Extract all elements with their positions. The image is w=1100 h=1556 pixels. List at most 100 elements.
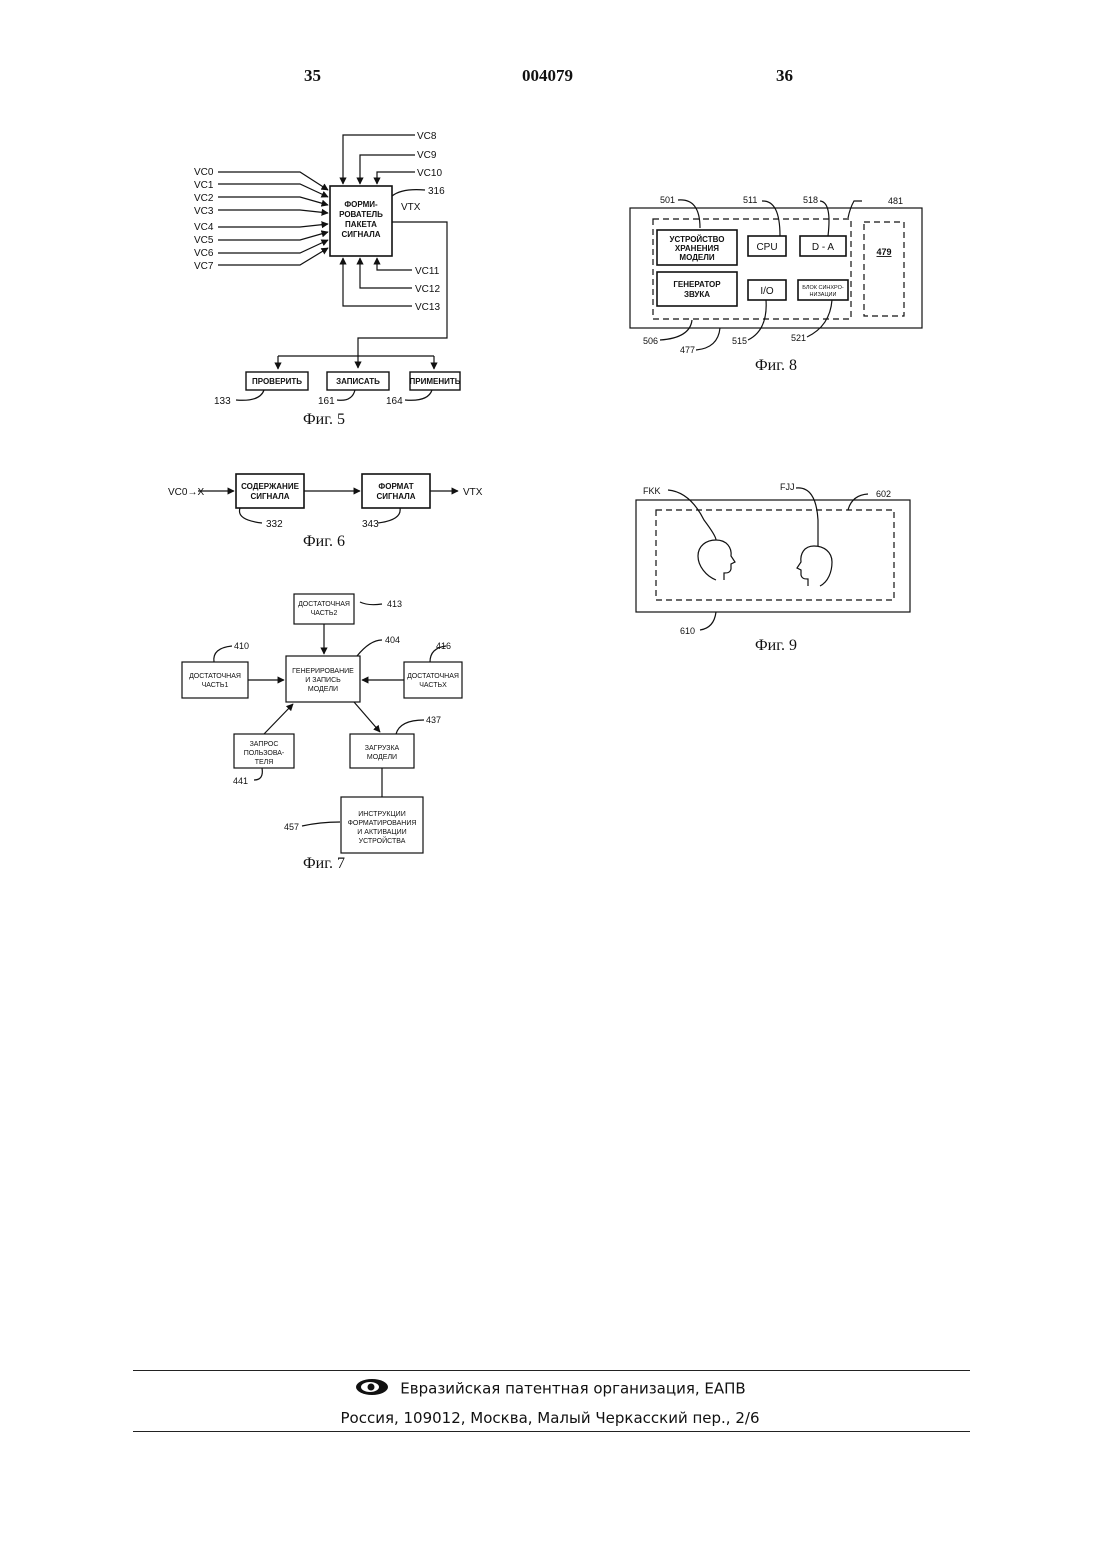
figure-8 (630, 200, 922, 350)
fkk-label: FKK (643, 486, 661, 496)
vc5-label: VC5 (194, 235, 214, 246)
instr-line-1: ИНСТРУКЦИИ (358, 811, 405, 818)
center-line-1: ГЕНЕРИРОВАНИЕ (292, 668, 354, 675)
io-label: I/O (760, 286, 774, 297)
load-line-1: ЗАГРУЗКА (365, 745, 400, 752)
ref-161: 161 (318, 396, 335, 407)
storage-line-3: МОДЕЛИ (679, 253, 714, 262)
format-line-1: ФОРМАТ (378, 482, 413, 491)
ref-518: 518 (803, 195, 818, 205)
vc13-label: VC13 (415, 302, 440, 313)
record-label: ЗАПИСАТЬ (336, 377, 380, 386)
vc10-label: VC10 (417, 168, 442, 179)
signal-content-block (236, 474, 304, 508)
fjj-label: FJJ (780, 482, 795, 492)
user-line-1: ЗАПРОС (250, 741, 279, 748)
apply-label: ПРИМЕНИТЬ (410, 377, 461, 386)
vc1-label: VC1 (194, 180, 214, 191)
fig6-output-label: VTX (463, 487, 483, 498)
ref-506: 506 (643, 336, 658, 346)
figure-9-labels: FKK FJJ 602 610 Фиг. 9 (643, 482, 891, 654)
storage-line-1: УСТРОЙСТВО (670, 235, 725, 244)
ref-343: 343 (362, 519, 379, 530)
figure-7 (182, 594, 462, 853)
figure-7-refs: 413 404 410 416 437 441 457 Фиг. 7 (233, 599, 451, 872)
figure-6-caption: Фиг. 6 (303, 533, 345, 550)
instr-line-2: ФОРМАТИРОВАНИЯ (348, 820, 417, 827)
ref-416: 416 (436, 641, 451, 651)
generator-line-1: ГЕНЕРАТОР (673, 280, 721, 289)
eapo-logo-icon (354, 1377, 390, 1401)
device-outer-box (630, 208, 922, 328)
ref-404: 404 (385, 635, 400, 645)
ref-610: 610 (680, 626, 695, 636)
device-inner-dashed-box (653, 219, 851, 319)
right-line-2: ЧАСТЬX (419, 682, 447, 689)
ref-133: 133 (214, 396, 231, 407)
verify-label: ПРОВЕРИТЬ (252, 377, 302, 386)
ref-511: 511 (743, 195, 757, 205)
vc4-label: VC4 (194, 222, 214, 233)
user-line-3: ТЕЛЯ (255, 759, 274, 766)
footer-org-row: Евразийская патентная организация, ЕАПВ (0, 1377, 1100, 1401)
vc11-label: VC11 (415, 266, 440, 277)
ref-602: 602 (876, 489, 891, 499)
instr-line-3: И АКТИВАЦИИ (357, 829, 406, 836)
sufficient-part-2-block (294, 594, 354, 624)
left-line-2: ЧАСТЬ1 (202, 682, 229, 689)
footer-address: Россия, 109012, Москва, Малый Черкасский… (0, 1409, 1100, 1427)
storage-line-2: ХРАНЕНИЯ (675, 244, 719, 253)
figure-8-caption: Фиг. 8 (755, 357, 797, 374)
figure-6 (198, 474, 458, 523)
sufficient-part-x-block (404, 662, 462, 698)
sound-generator-block (657, 272, 737, 306)
ref-521: 521 (791, 333, 806, 343)
vc8-label: VC8 (417, 131, 437, 142)
ref-332: 332 (266, 519, 283, 530)
ref-316: 316 (428, 186, 445, 197)
vc0-label: VC0 (194, 167, 214, 178)
vc12-label: VC12 (415, 284, 440, 295)
generator-line-2: ЗВУКА (684, 290, 710, 299)
right-line-1: ДОСТАТОЧНАЯ (407, 673, 459, 680)
figure-6-labels: VC0→X СОДЕРЖАНИЕ СИГНАЛА ФОРМАТ СИГНАЛА … (168, 482, 483, 550)
label-479: 479 (876, 247, 891, 257)
format-line-2: СИГНАЛА (376, 492, 415, 501)
footer-bottom-rule (133, 1431, 970, 1432)
content-line-1: СОДЕРЖАНИЕ (241, 482, 299, 491)
center-line-3: МОДЕЛИ (308, 686, 338, 693)
block-line-1: ФОРМИ- (344, 200, 378, 209)
user-line-2: ПОЛЬЗОВА- (244, 750, 285, 757)
ref-457: 457 (284, 822, 299, 832)
top-line-1: ДОСТАТОЧНАЯ (298, 601, 350, 608)
figure-8-labels: УСТРОЙСТВО ХРАНЕНИЯ МОДЕЛИ CPU D - A ГЕН… (670, 235, 892, 299)
screen-outer-box (636, 500, 910, 612)
figure-9-caption: Фиг. 9 (755, 637, 797, 654)
vc9-label: VC9 (417, 150, 437, 161)
ref-441: 441 (233, 776, 248, 786)
load-line-2: МОДЕЛИ (367, 754, 397, 761)
sync-line-2: НИЗАЦИИ (810, 292, 837, 298)
figure-5-caption: Фиг. 5 (303, 411, 345, 428)
instr-line-4: УСТРОЙСТВА (359, 836, 406, 845)
top-line-2: ЧАСТЬ2 (311, 610, 338, 617)
ref-515: 515 (732, 336, 747, 346)
cpu-label: CPU (756, 242, 777, 253)
left-line-1: ДОСТАТОЧНАЯ (189, 673, 241, 680)
footer-org-name: Евразийская патентная организация, ЕАПВ (400, 1380, 745, 1398)
vc2-label: VC2 (194, 193, 214, 204)
head-left-icon (698, 540, 735, 580)
sufficient-part-1-block (182, 662, 248, 698)
vc3-label: VC3 (194, 206, 214, 217)
vc6-label: VC6 (194, 248, 214, 259)
ref-481: 481 (888, 196, 903, 206)
center-line-2: И ЗАПИСЬ (305, 677, 341, 684)
footer-top-rule (133, 1370, 970, 1371)
ref-164: 164 (386, 396, 403, 407)
figure-9 (636, 488, 910, 630)
block-line-2: РОВАТЕЛЬ (339, 210, 383, 219)
ref-501: 501 (660, 195, 675, 205)
ref-410: 410 (234, 641, 249, 651)
ref-437: 437 (426, 715, 441, 725)
figure-7-caption: Фиг. 7 (303, 855, 345, 872)
